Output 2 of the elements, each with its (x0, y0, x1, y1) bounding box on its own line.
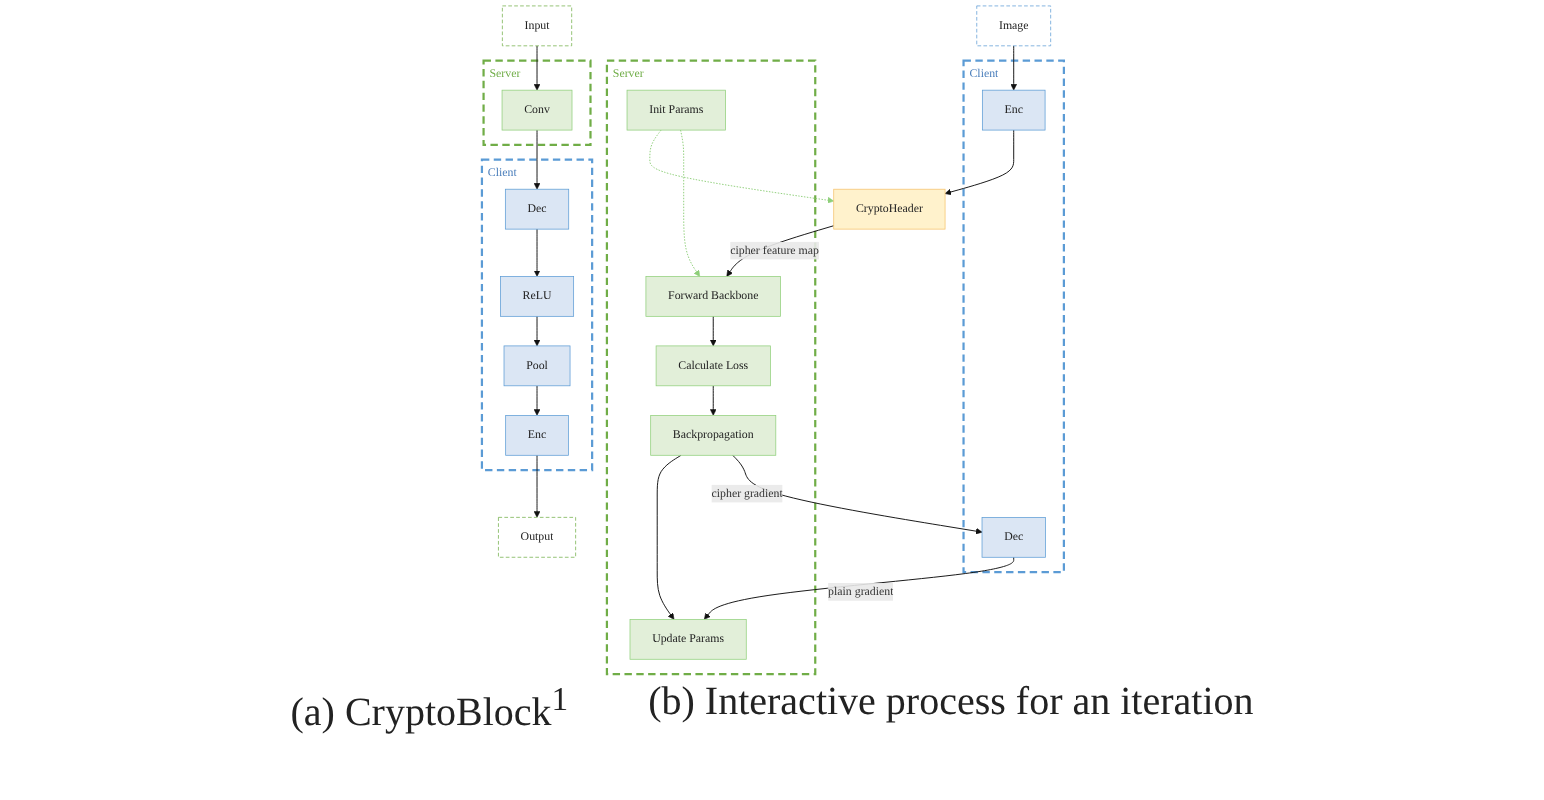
figure-caption: (a) CryptoBlock$^{1}$ (290, 680, 569, 738)
figure-caption: (b) Interactive process for an iteration (648, 680, 1254, 728)
